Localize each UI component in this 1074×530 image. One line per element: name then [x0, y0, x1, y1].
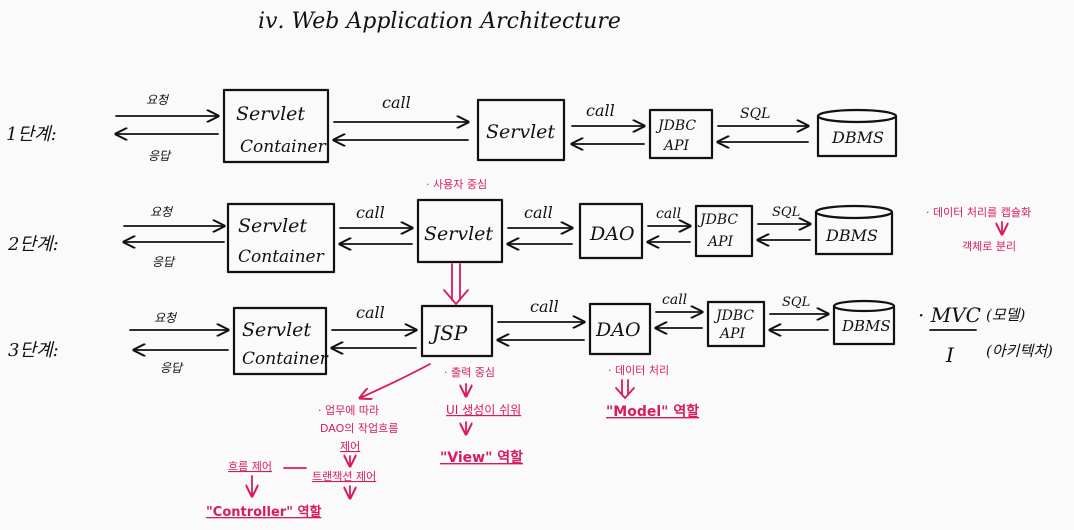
flow-control-label: 흐름 제어: [228, 460, 272, 473]
stage3-jdbc-box: [706, 300, 766, 348]
stage3-dbms-cylinder: [832, 306, 896, 346]
mvc-paren2: (아키텍처): [986, 342, 1053, 360]
stage2-response-label: 응답: [152, 255, 176, 269]
stage3-jsp-box: [420, 304, 494, 358]
stage2-call2-label: call: [524, 203, 553, 222]
stage3-dao-text: DAO: [595, 319, 641, 341]
business-line1: · 업무에 따라: [318, 404, 379, 417]
stage1-jdbc-line1: JDBC: [655, 118, 696, 134]
stage3-servlet-container-box: [232, 306, 328, 376]
stage3-jsp-text: JSP: [428, 321, 468, 345]
stage2-jdbc-line2: API: [706, 234, 734, 250]
stage1-call1-label: call: [382, 93, 411, 112]
jsp-controller-pointer: [360, 363, 431, 398]
stage3-dbms-text: DBMS: [841, 317, 891, 335]
stage1-request-label: 요청: [146, 93, 170, 107]
stage2-note-line1: · 데이터 처리를 캡슐화: [926, 206, 1031, 219]
servlet-to-jsp-evolution-arrow: [451, 263, 461, 301]
stage1-jdbc-line2: API: [662, 138, 690, 154]
stage1-container-line2: Container: [240, 137, 327, 157]
stage2-servlet-container-box: [226, 202, 336, 274]
business-line2: DAO의 작업흐름: [320, 422, 398, 435]
stage1-servlet-text: Servlet: [486, 121, 555, 143]
mvc-paren1: (모델): [986, 306, 1025, 324]
stage2-jdbc-line1: JDBC: [697, 212, 738, 228]
model-role: "Model" 역할: [606, 403, 699, 420]
stage2-container-line1: Servlet: [238, 215, 307, 237]
mvc-i: I: [945, 343, 955, 367]
stage3-container-line1: Servlet: [242, 319, 311, 341]
stage1-dbms-cylinder: [816, 116, 898, 158]
stage1-response-label: 응답: [148, 149, 172, 163]
stage2-dbms-text: DBMS: [825, 226, 878, 245]
stage1-container-line1: Servlet: [236, 103, 305, 125]
stage2-note-line2: 객체로 분리: [962, 240, 1016, 253]
controller-role: "Controller" 역할: [206, 504, 321, 520]
stage3-label: 3단계:: [8, 340, 59, 361]
transaction-label: 트랜잭션 제어: [312, 470, 376, 483]
stage2-servlet-text: Servlet: [424, 223, 493, 245]
stage3-call2-label: call: [530, 297, 559, 316]
view-role: "View" 역할: [440, 449, 523, 466]
stage2-call3-label: call: [656, 206, 681, 222]
stage1-sql-label: SQL: [740, 106, 770, 122]
stage3-container-line2: Container: [242, 349, 329, 369]
stage2-jdbc-box: [694, 204, 754, 258]
stage3-request-label: 요청: [154, 311, 178, 325]
stage2-dao-text: DAO: [589, 223, 635, 245]
control-label: 제어: [340, 440, 360, 453]
stage2-dao-box: [578, 202, 644, 260]
stage1-label: 1단계:: [6, 124, 57, 145]
stage1-call2-label: call: [586, 101, 615, 120]
stage2-sql-label: SQL: [772, 205, 800, 220]
stage3-dao-box: [588, 302, 652, 356]
stage3-sql-label: SQL: [782, 295, 810, 310]
stage3-response-label: 응답: [160, 361, 184, 375]
stage2-container-line2: Container: [238, 247, 325, 267]
output-note: · 출력 중심: [444, 366, 495, 379]
stage1-dbms-text: DBMS: [831, 128, 884, 147]
stage3-jdbc-line2: API: [718, 326, 746, 342]
data-processing-note: · 데이터 처리: [608, 364, 669, 377]
page-title: ⅳ. Web Application Architecture: [258, 9, 621, 34]
stage1-servlet-box: [476, 98, 566, 162]
stage2-label: 2단계:: [7, 234, 59, 255]
stage1-jdbc-box: [648, 108, 714, 160]
mvc-label: · MVC: [918, 303, 981, 327]
stage3-jdbc-line1: JDBC: [713, 308, 754, 324]
stage3-call3-label: call: [662, 292, 687, 308]
stage2-request-label: 요청: [150, 205, 174, 219]
stage1-servlet-container-box: [222, 88, 330, 164]
stage2-servlet-note: · 사용자 중심: [426, 178, 487, 191]
stage2-dbms-cylinder: [814, 212, 894, 256]
ui-generation-note: UI 생성이 쉬워: [446, 403, 521, 417]
stage2-call1-label: call: [356, 203, 385, 222]
stage2-servlet-box: [416, 198, 504, 264]
stage3-call1-label: call: [356, 303, 385, 322]
